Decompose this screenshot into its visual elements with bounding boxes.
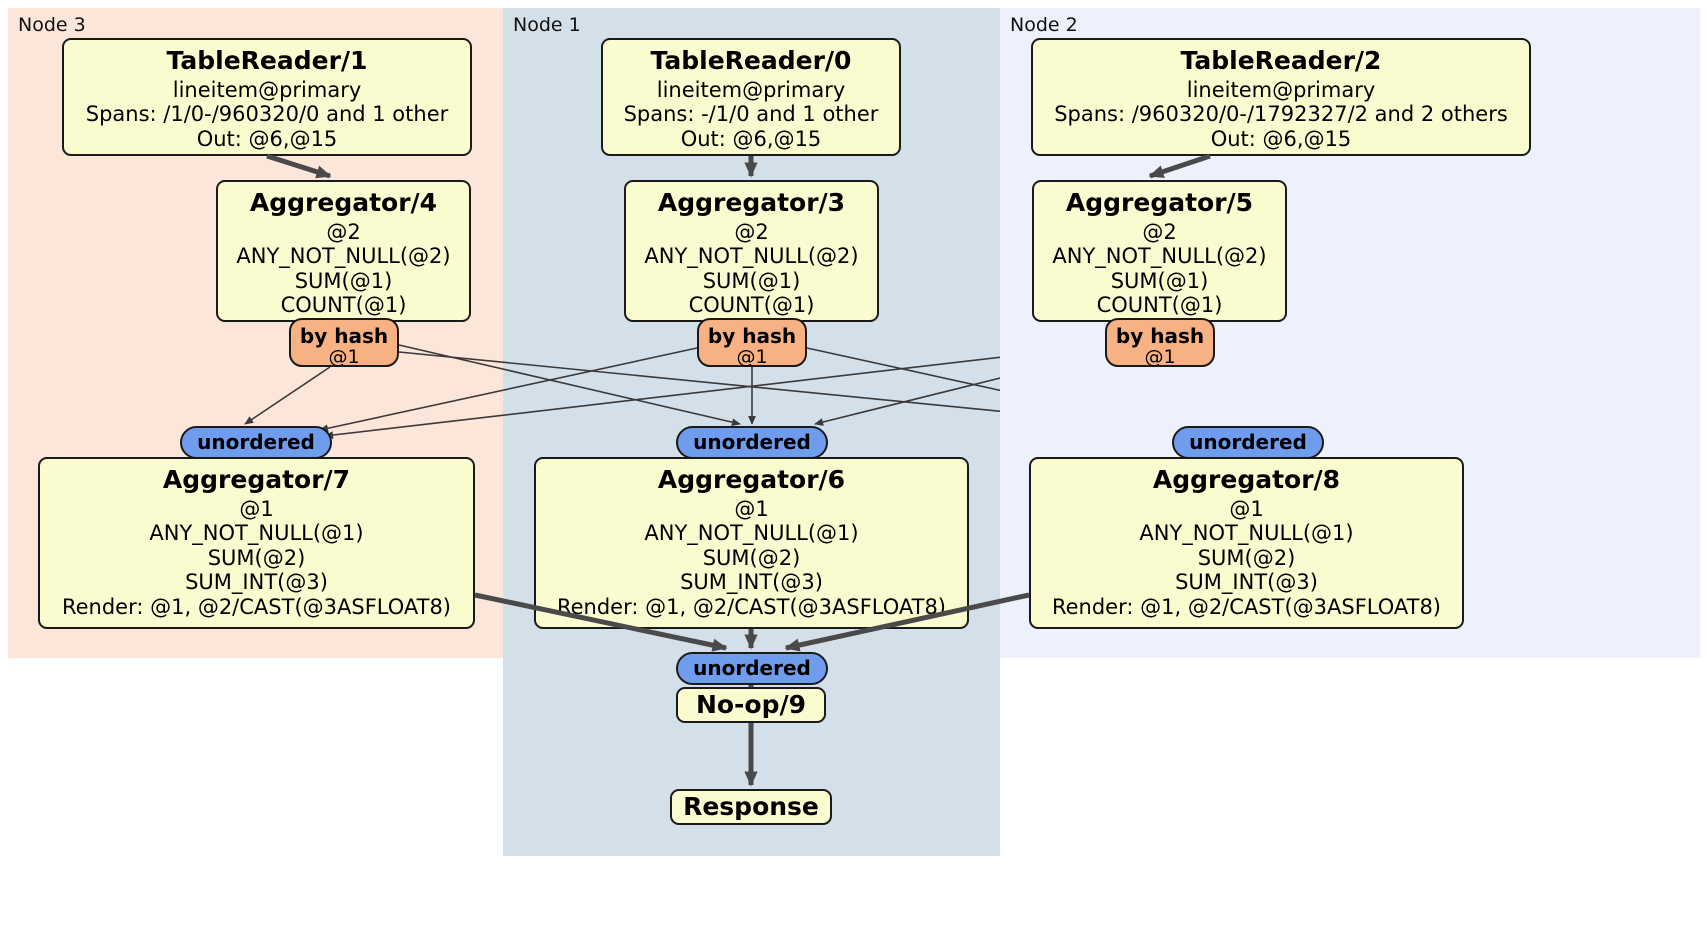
processor-response[interactable]: Response xyxy=(670,789,832,825)
processor-title: TableReader/2 xyxy=(1180,46,1382,75)
processor-title: TableReader/0 xyxy=(650,46,852,75)
processor-detail-line: ANY_NOT_NULL(@1) xyxy=(1139,521,1354,546)
processor-detail-line: lineitem@primary xyxy=(172,77,362,102)
stage-badge-unordered-8[interactable]: unordered xyxy=(1172,426,1324,459)
node-region-label: Node 2 xyxy=(1010,14,1078,36)
processor-detail-line: SUM_INT(@3) xyxy=(680,570,823,595)
stage-badge-unordered-6[interactable]: unordered xyxy=(676,426,828,459)
processor-detail-line: Render: @1, @2/CAST(@3ASFLOAT8) xyxy=(61,594,452,619)
processor-detail-line: SUM(@1) xyxy=(1110,268,1209,293)
processor-title: No-op/9 xyxy=(695,689,807,719)
processor-detail-line: Out: @6,@15 xyxy=(196,126,338,151)
processor-detail-line: Out: @6,@15 xyxy=(680,126,822,151)
processor-detail-line: COUNT(@1) xyxy=(1096,293,1223,318)
processor-detail-line: lineitem@primary xyxy=(656,77,846,102)
processor-detail-line: lineitem@primary xyxy=(1186,77,1376,102)
processor-detail-line: ANY_NOT_NULL(@1) xyxy=(149,521,364,546)
processor-detail-line: ANY_NOT_NULL(@2) xyxy=(1052,244,1267,269)
processor-detail-line: ANY_NOT_NULL(@2) xyxy=(644,244,859,269)
processor-title: Aggregator/6 xyxy=(657,465,846,494)
processor-detail-line: @1 xyxy=(239,496,274,521)
processor-detail-line: @2 xyxy=(326,219,361,244)
processor-detail-line: Spans: /960320/0-/1792327/2 and 2 others xyxy=(1054,102,1508,127)
processor-detail-line: SUM(@2) xyxy=(207,545,306,570)
badge-title: by hash xyxy=(299,324,389,348)
processor-title: Aggregator/5 xyxy=(1065,188,1254,217)
processor-title: Aggregator/4 xyxy=(249,188,438,217)
processor-detail-line: @1 xyxy=(734,496,769,521)
stage-badge-unordered-7[interactable]: unordered xyxy=(180,426,332,459)
processor-detail-line: Spans: -/1/0 and 1 other xyxy=(623,102,879,127)
badge-subtitle: @1 xyxy=(1144,346,1176,369)
processor-detail-line: Out: @6,@15 xyxy=(1210,126,1352,151)
processor-detail-line: SUM_INT(@3) xyxy=(1175,570,1318,595)
badge-subtitle: @1 xyxy=(736,346,768,369)
stage-badge-byhash-4[interactable]: by hash@1 xyxy=(289,318,399,369)
processor-detail-line: SUM(@1) xyxy=(702,268,801,293)
processor-detail-line: SUM(@1) xyxy=(294,268,393,293)
processor-detail-line: Render: @1, @2/CAST(@3ASFLOAT8) xyxy=(1051,594,1442,619)
processor-detail-line: SUM_INT(@3) xyxy=(185,570,328,595)
stage-badge-byhash-5[interactable]: by hash@1 xyxy=(1105,318,1215,369)
processor-detail-line: ANY_NOT_NULL(@2) xyxy=(236,244,451,269)
processor-title: Aggregator/8 xyxy=(1152,465,1341,494)
processor-title: Response xyxy=(683,791,819,821)
processor-detail-line: ANY_NOT_NULL(@1) xyxy=(644,521,859,546)
processor-title: Aggregator/3 xyxy=(657,188,846,217)
badge-title: by hash xyxy=(707,324,797,348)
processor-detail-line: @2 xyxy=(734,219,769,244)
badge-title: by hash xyxy=(1115,324,1205,348)
processor-detail-line: COUNT(@1) xyxy=(688,293,815,318)
processor-title: TableReader/1 xyxy=(166,46,368,75)
processor-detail-line: SUM(@2) xyxy=(702,545,801,570)
processor-detail-line: @1 xyxy=(1229,496,1264,521)
processor-detail-line: Spans: /1/0-/960320/0 and 1 other xyxy=(85,102,449,127)
badge-subtitle: @1 xyxy=(328,346,360,369)
processor-title: Aggregator/7 xyxy=(162,465,351,494)
processor-noop9[interactable]: No-op/9 xyxy=(676,687,826,723)
stage-badge-unordered-9[interactable]: unordered xyxy=(676,652,828,685)
processor-detail-line: COUNT(@1) xyxy=(280,293,407,318)
processor-detail-line: Render: @1, @2/CAST(@3ASFLOAT8) xyxy=(556,594,947,619)
stage-badge-byhash-3[interactable]: by hash@1 xyxy=(697,318,807,369)
node-region-label: Node 1 xyxy=(513,14,581,36)
processor-detail-line: @2 xyxy=(1142,219,1177,244)
node-region-label: Node 3 xyxy=(18,14,86,36)
processor-detail-line: SUM(@2) xyxy=(1197,545,1296,570)
